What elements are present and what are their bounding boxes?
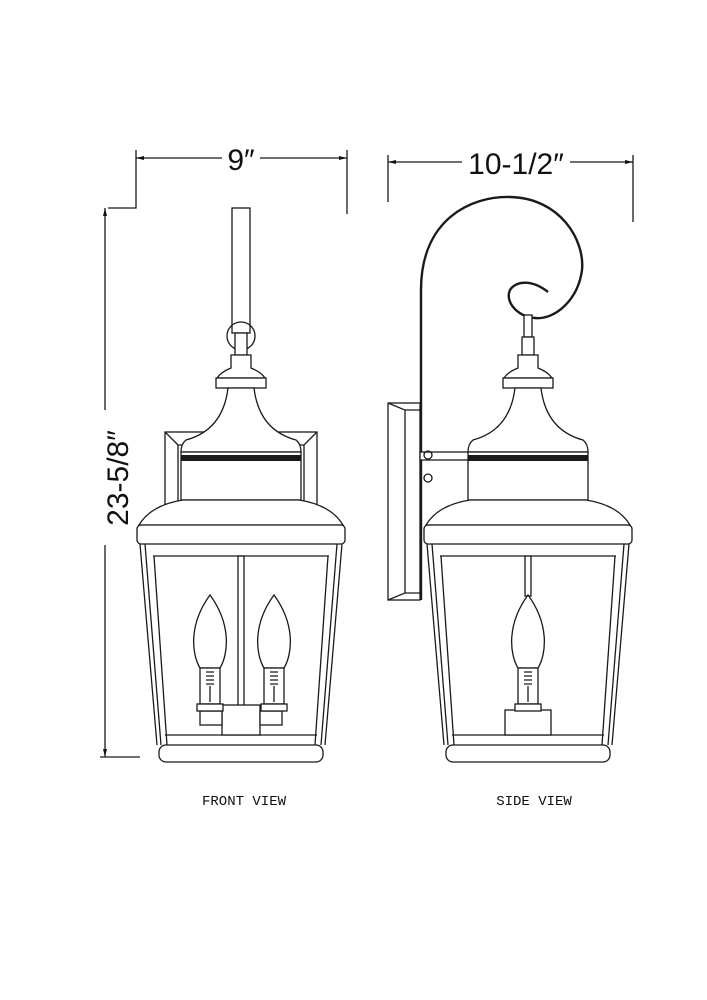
front-width-label: 9″ — [227, 144, 255, 177]
front-view-label: FRONT VIEW — [202, 794, 287, 810]
dimension-side-depth: 10-1/2″ — [387, 148, 634, 222]
side-view-label: SIDE VIEW — [496, 794, 572, 810]
dimension-front-width: 9″ — [108, 144, 348, 214]
side-view-lantern — [387, 195, 633, 763]
height-label: 23-5/8″ — [102, 430, 135, 526]
dimension-height: 23-5/8″ — [100, 208, 140, 758]
front-view-lantern — [136, 207, 346, 763]
side-depth-label: 10-1/2″ — [468, 148, 564, 181]
